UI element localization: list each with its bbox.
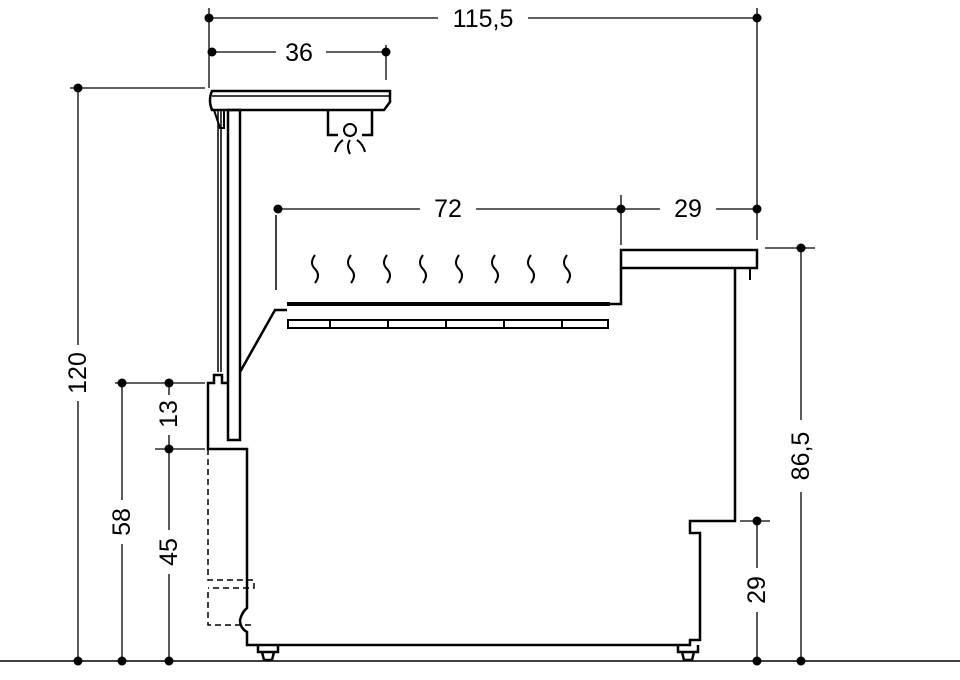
heat-waves-icon — [311, 254, 571, 284]
canopy — [208, 89, 392, 442]
dim-total-height: 120 — [64, 352, 92, 394]
counter-body — [206, 215, 759, 662]
dim-plinth-height: 29 — [743, 576, 771, 604]
dim-total-width: 115,5 — [453, 5, 514, 33]
dim-canopy-depth: 36 — [285, 39, 313, 67]
dim-lower-height: 45 — [155, 538, 183, 566]
dim-step-height: 13 — [155, 400, 183, 428]
dim-counter-height: 86,5 — [787, 432, 815, 481]
dim-base-height: 58 — [108, 508, 136, 536]
foot-right — [676, 645, 700, 662]
foot-left — [256, 645, 280, 662]
dim-display-depth: 72 — [434, 195, 462, 223]
dim-counter-depth: 29 — [674, 195, 702, 223]
lamp-icon — [326, 110, 374, 155]
dimension-dots — [73, 13, 806, 666]
